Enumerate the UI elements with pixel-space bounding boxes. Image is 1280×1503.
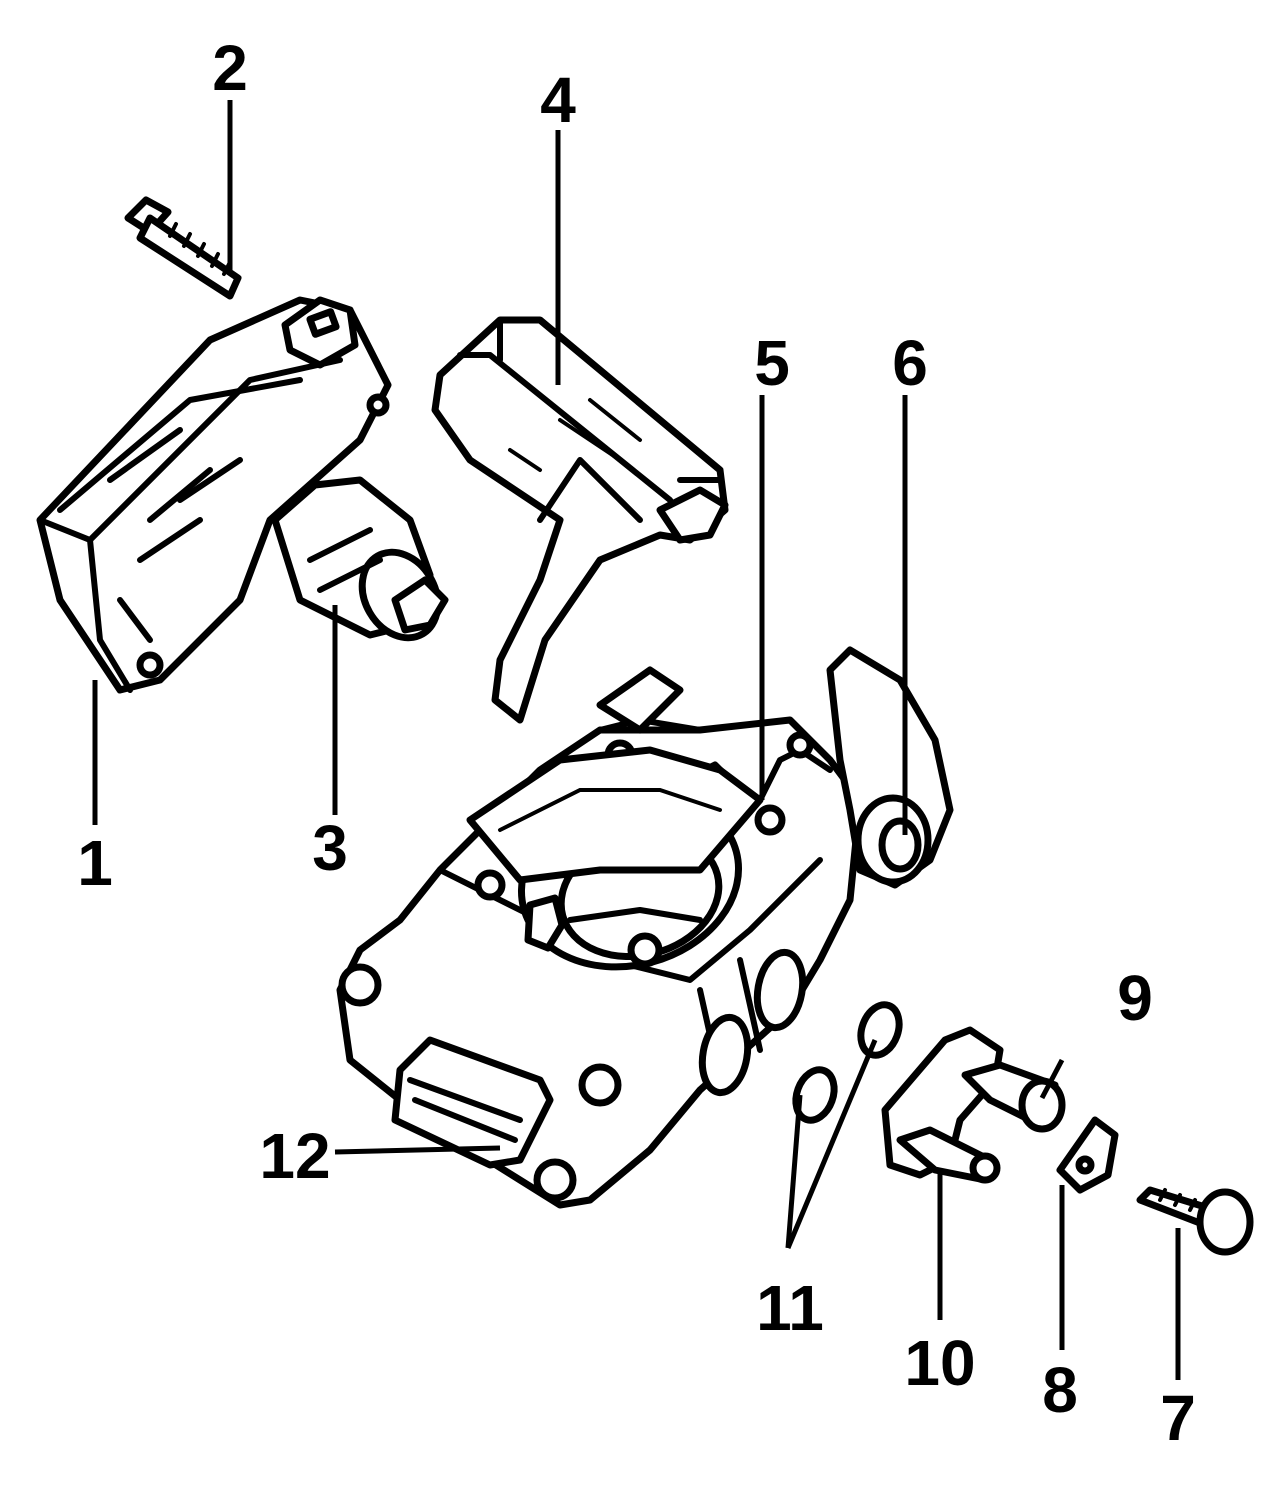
part-2-screw — [124, 196, 242, 300]
part-6-sensor — [757, 646, 954, 889]
callout-4: 4 — [540, 64, 576, 136]
callout-7: 7 — [1160, 1382, 1196, 1454]
callout-1: 1 — [77, 827, 113, 899]
callout-labels: 2 4 5 6 1 3 9 12 11 10 8 7 — [77, 32, 1196, 1454]
part-10-bracket — [881, 1026, 1062, 1184]
callout-11: 11 — [756, 1272, 824, 1344]
part-4-lever — [431, 316, 729, 724]
callout-8: 8 — [1042, 1354, 1078, 1426]
leader-lines — [92, 100, 1181, 1380]
part-12-connector — [338, 963, 622, 1202]
callout-12: 12 — [259, 1120, 330, 1192]
callout-9: 9 — [1117, 962, 1153, 1034]
callout-5: 5 — [754, 327, 790, 399]
callout-2: 2 — [212, 32, 248, 104]
callout-3: 3 — [312, 812, 348, 884]
part-7-bolt — [1136, 1186, 1254, 1256]
part-11-o-rings — [792, 1001, 903, 1124]
callout-6: 6 — [892, 327, 928, 399]
part-3-actuator-motor — [271, 476, 449, 642]
callout-10: 10 — [904, 1327, 975, 1399]
part-9-plug — [1018, 1077, 1066, 1133]
part-1-actuator-housing — [36, 296, 392, 694]
part-8-clip — [1056, 1116, 1119, 1194]
